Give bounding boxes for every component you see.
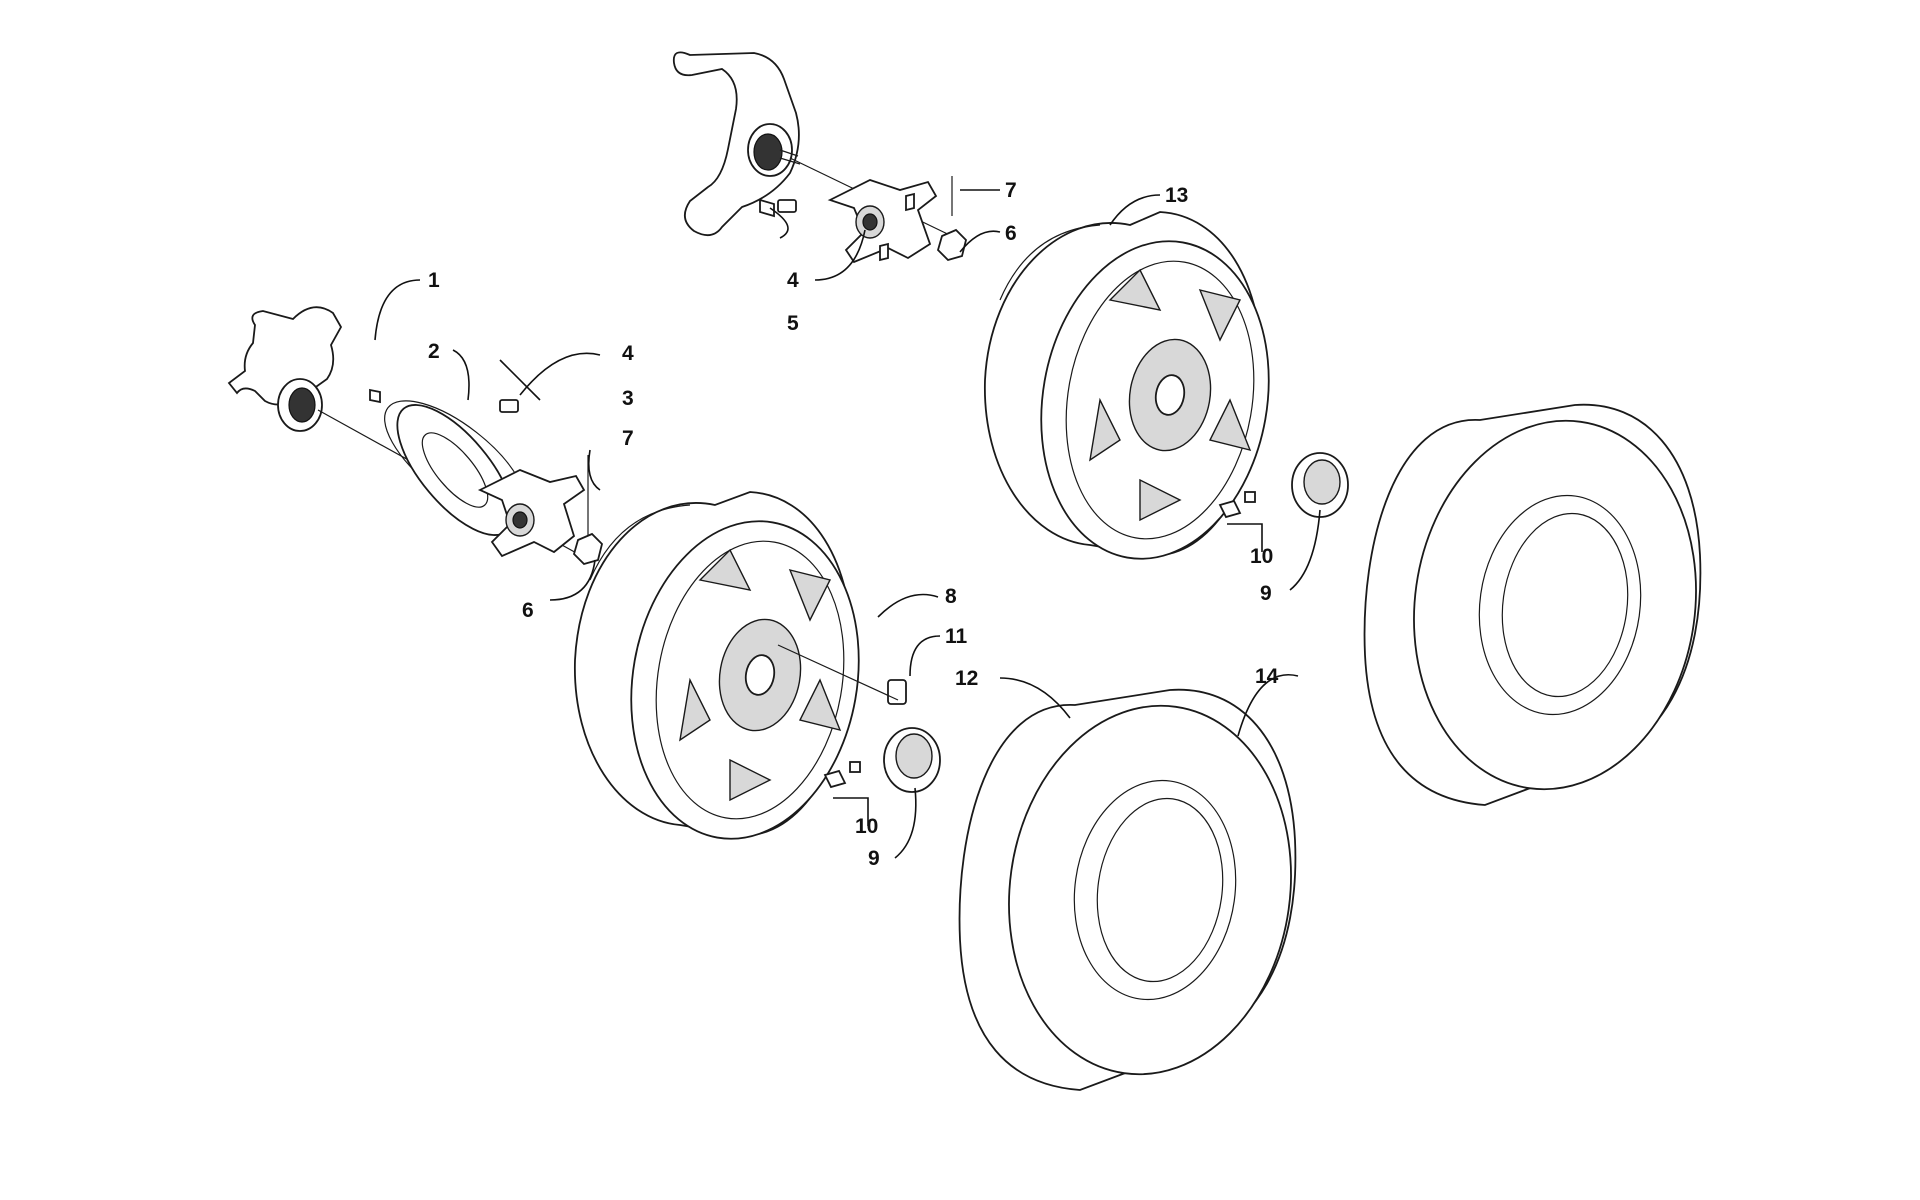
callout-14: 14: [1255, 665, 1279, 688]
callout-1: 1: [428, 269, 440, 292]
callout-4-top: 4: [787, 269, 799, 292]
callout-6-left: 6: [522, 599, 534, 622]
wheel-rim-left: [574, 491, 860, 840]
callout-4-left: 4: [622, 342, 634, 365]
callout-12: 12: [955, 667, 978, 690]
valve-stem-right: [1218, 491, 1256, 519]
callout-9-left: 9: [868, 847, 880, 870]
callout-7-left: 7: [622, 427, 634, 450]
hub-cap-left: [883, 727, 941, 793]
lug-nut: [777, 644, 907, 705]
tire-left: [958, 688, 1297, 1091]
callout-10-left: 10: [855, 815, 878, 838]
callout-13: 13: [1165, 184, 1188, 207]
callout-3: 3: [622, 387, 634, 410]
tire-right: [1363, 403, 1702, 806]
callout-2: 2: [428, 340, 440, 363]
callout-5: 5: [787, 312, 799, 335]
wheel-rim-top: [984, 211, 1270, 560]
callout-10-right: 10: [1250, 545, 1273, 568]
callout-7-top: 7: [1005, 179, 1017, 202]
callout-6-top: 6: [1005, 222, 1017, 245]
left-knuckle-assembly: [227, 306, 603, 566]
callout-8: 8: [945, 585, 957, 608]
top-knuckle-assembly: [672, 51, 967, 264]
valve-stem-left: [823, 761, 861, 789]
callout-labels: 1 2 3 4 7 6 4 5 7 6 13 8 11 12 10 9 14 1…: [428, 179, 1279, 870]
callout-11: 11: [945, 625, 968, 648]
leader-lines: [374, 189, 1321, 859]
callout-9-right: 9: [1260, 582, 1272, 605]
hub-cap-right: [1291, 452, 1349, 518]
